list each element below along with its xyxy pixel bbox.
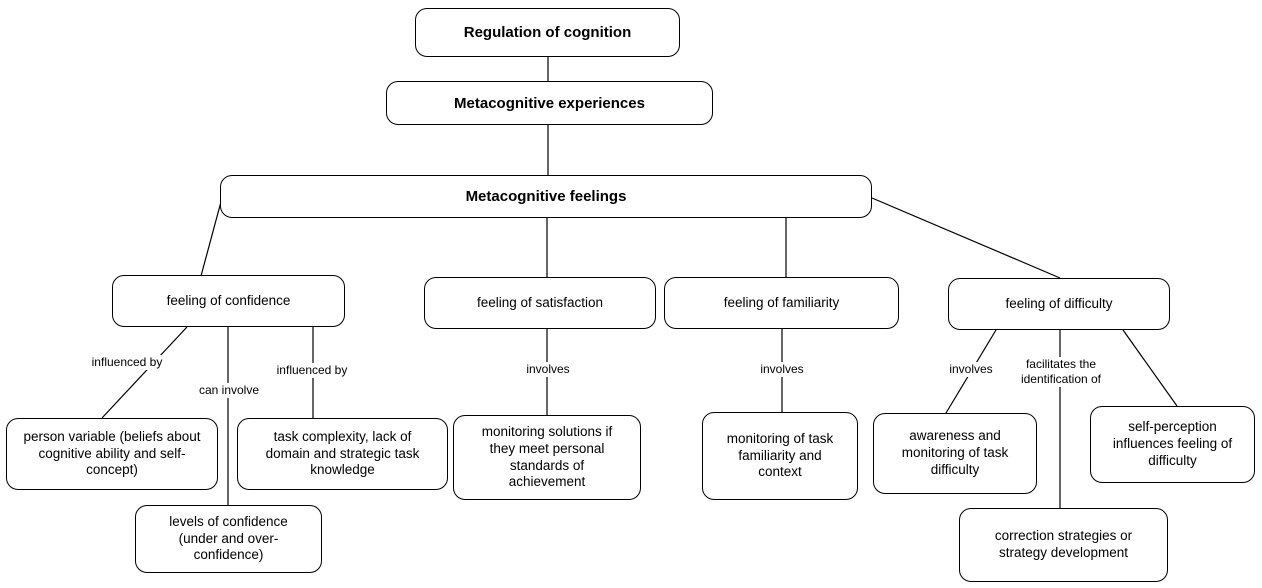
node-feeling-of-familiarity: feeling of familiarity [664, 277, 899, 329]
node-metacognitive-feelings: Metacognitive feelings [220, 175, 872, 218]
node-task-complexity: task complexity, lack of domain and stra… [237, 418, 448, 490]
node-feeling-of-satisfaction: feeling of satisfaction [424, 277, 656, 329]
edge-label-involves-familiarity: involves [752, 362, 812, 377]
edge-label-involves-satisfaction: involves [518, 362, 578, 377]
node-feeling-of-difficulty: feeling of difficulty [948, 278, 1170, 330]
node-metacognitive-experiences: Metacognitive experiences [386, 81, 713, 125]
edge-feelings-confidence [200, 197, 223, 277]
node-regulation-of-cognition: Regulation of cognition [415, 8, 680, 57]
node-levels-of-confidence: levels of confidence (under and over-con… [135, 505, 322, 573]
node-feeling-of-confidence: feeling of confidence [112, 275, 345, 327]
edge-label-can-involve: can involve [190, 383, 268, 398]
node-self-perception: self-perception influences feeling of di… [1090, 406, 1255, 483]
node-monitoring-solutions: monitoring solutions if they meet person… [453, 415, 641, 500]
edge-label-influenced-by-task: influenced by [267, 363, 357, 378]
edge-label-influenced-by-person: influenced by [91, 355, 163, 370]
node-correction-strategies: correction strategies or strategy develo… [959, 508, 1168, 582]
edge-difficulty-self-perception [1122, 329, 1178, 407]
edge-feelings-difficulty [871, 197, 1061, 279]
edge-confidence-person-variable [101, 326, 188, 419]
node-awareness-task-difficulty: awareness and monitoring of task difficu… [873, 413, 1037, 494]
node-person-variable: person variable (beliefs about cognitive… [6, 418, 218, 490]
node-monitoring-task-familiarity: monitoring of task familiarity and conte… [702, 412, 858, 500]
edge-label-involves-difficulty: involves [941, 362, 1001, 377]
edge-label-facilitates-identification: facilitates the identification of [1010, 357, 1112, 387]
